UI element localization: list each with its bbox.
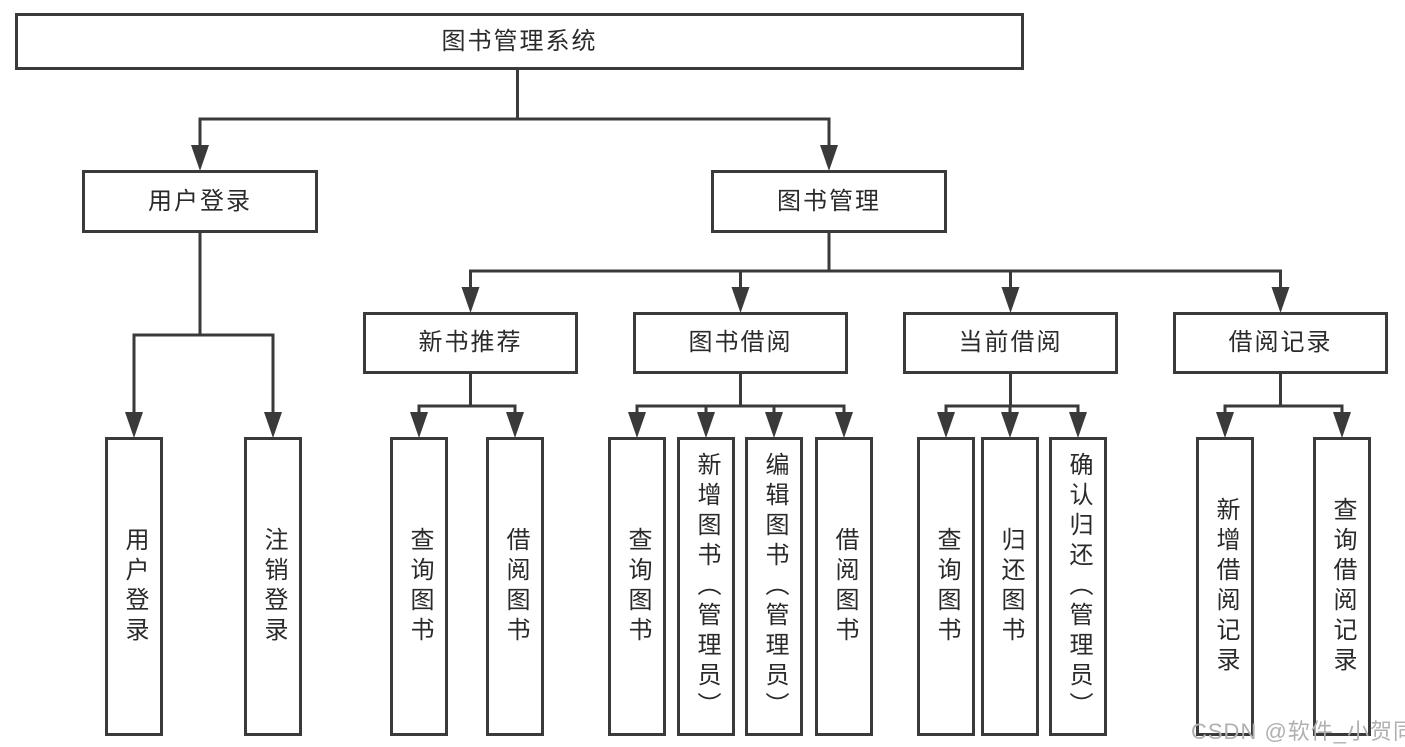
arrow-icon [628,412,646,438]
arrowheads [125,145,1351,438]
arrow-icon [765,412,783,438]
node-label: 归还图书 [997,526,1024,647]
node-label: 借阅图书 [502,526,529,647]
node-label: 确认归还（管理员） [1065,451,1092,722]
leaf-logout: 注销登录 [244,437,302,736]
node-new-book-recommend: 新书推荐 [363,312,578,374]
arrow-icon [1216,412,1234,438]
edge-userlogin-to-leaves [132,232,275,413]
node-label: 查询图书 [933,526,960,647]
node-borrowing-records: 借阅记录 [1173,312,1388,374]
arrow-icon [506,412,524,438]
node-label: 当前借阅 [958,329,1063,356]
node-book-management: 图书管理 [711,170,947,233]
edge-newbook-to-leaves [417,373,517,413]
arrow-icon [461,287,480,313]
leaf-query-books-recommend: 查询图书 [390,437,448,736]
node-label: 查询借阅记录 [1329,496,1356,677]
node-current-borrowing: 当前借阅 [903,312,1118,374]
arrow-icon [1001,287,1020,313]
edge-borrowing-to-leaves [635,373,846,413]
node-label: 新增图书（管理员） [693,451,720,722]
leaf-query-books-borrowing: 查询图书 [608,437,666,736]
node-label: 查询图书 [624,526,651,647]
edge-records-to-leaves [1223,373,1344,413]
node-book-borrowing: 图书借阅 [633,312,848,374]
edge-root-to-level1 [198,69,831,147]
leaf-borrow-books-recommend: 借阅图书 [486,437,544,736]
leaf-edit-books-admin: 编辑图书（管理员） [745,437,803,736]
arrow-icon [835,412,853,438]
leaf-add-borrow-record: 新增借阅记录 [1196,437,1254,736]
arrow-icon [937,412,955,438]
leaf-borrow-books-borrowing: 借阅图书 [815,437,873,736]
node-label: 借阅记录 [1228,329,1333,356]
arrow-icon [264,412,282,438]
node-label: 用户登录 [148,187,252,215]
node-label: 图书借阅 [688,329,793,356]
csdn-watermark: CSDN @软件_小贺同学 [1191,719,1405,744]
node-label: 查询图书 [406,526,433,647]
arrow-icon [410,412,428,438]
arrow-icon [125,412,143,438]
node-label: 图书管理 [777,187,881,215]
node-label: 新增借阅记录 [1212,496,1239,677]
node-label: 注销登录 [260,526,287,647]
arrow-icon [191,145,209,171]
arrow-icon [1001,412,1019,438]
arrow-icon [1333,412,1351,438]
node-label: 编辑图书（管理员） [761,451,788,722]
node-label: 图书管理系统 [441,27,598,55]
leaf-user-login: 用户登录 [105,437,163,736]
node-library-system: 图书管理系统 [15,13,1024,70]
node-label: 新书推荐 [418,329,523,356]
leaf-query-borrow-record: 查询借阅记录 [1313,437,1371,736]
node-label: 用户登录 [121,526,148,647]
leaf-query-books-current: 查询图书 [917,437,975,736]
leaf-add-books-admin: 新增图书（管理员） [677,437,735,736]
arrow-icon [1271,287,1290,313]
edge-bookmgmt-to-level2 [469,232,1282,289]
leaf-return-books: 归还图书 [981,437,1039,736]
edge-current-to-leaves [944,373,1080,413]
leaf-confirm-return-admin: 确认归还（管理员） [1049,437,1107,736]
arrow-icon [697,412,715,438]
arrow-icon [1069,412,1087,438]
arrow-icon [731,287,750,313]
node-label: 借阅图书 [831,526,858,647]
arrow-icon [820,145,838,171]
node-user-login: 用户登录 [82,170,318,233]
